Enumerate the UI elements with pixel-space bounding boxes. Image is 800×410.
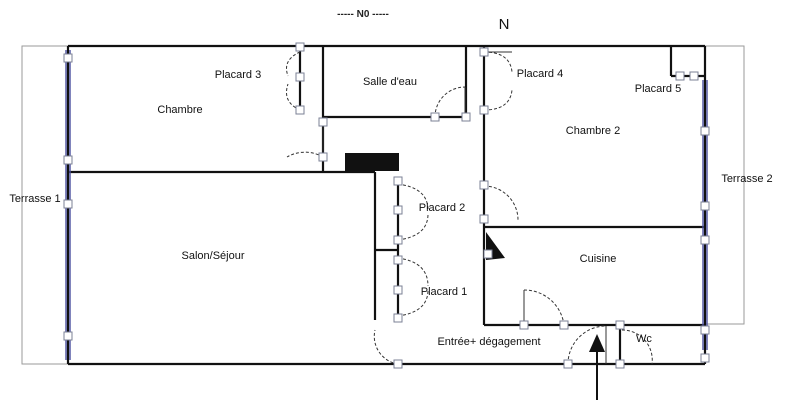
room-label-placard1: Placard 1	[421, 286, 467, 298]
room-label-salon: Salon/Séjour	[182, 250, 245, 262]
doors	[286, 51, 653, 365]
room-label-placard3: Placard 3	[215, 69, 261, 81]
junction-nodes	[63, 42, 710, 369]
room-label-salle-deau: Salle d'eau	[363, 76, 417, 88]
terrace-2	[705, 45, 745, 325]
walls	[66, 44, 707, 366]
room-label-terrasse1: Terrasse 1	[9, 193, 60, 205]
room-label-terrasse2: Terrasse 2	[721, 173, 772, 185]
room-label-cuisine: Cuisine	[580, 253, 617, 265]
room-label-wc: Wc	[636, 333, 652, 345]
room-label-placard4: Placard 4	[517, 68, 563, 80]
entrance-arrow	[589, 334, 605, 400]
window-right	[702, 80, 708, 350]
terrace-1	[21, 45, 68, 365]
duct-block	[345, 153, 399, 171]
room-label-placard2: Placard 2	[419, 202, 465, 214]
room-label-chambre2: Chambre 2	[566, 125, 620, 137]
level-title: ----- N0 -----	[337, 9, 389, 20]
room-label-entree: Entrée+ dégagement	[437, 336, 540, 348]
room-label-chambre: Chambre	[157, 104, 202, 116]
room-label-placard5: Placard 5	[635, 83, 681, 95]
north-indicator: N	[499, 16, 510, 33]
